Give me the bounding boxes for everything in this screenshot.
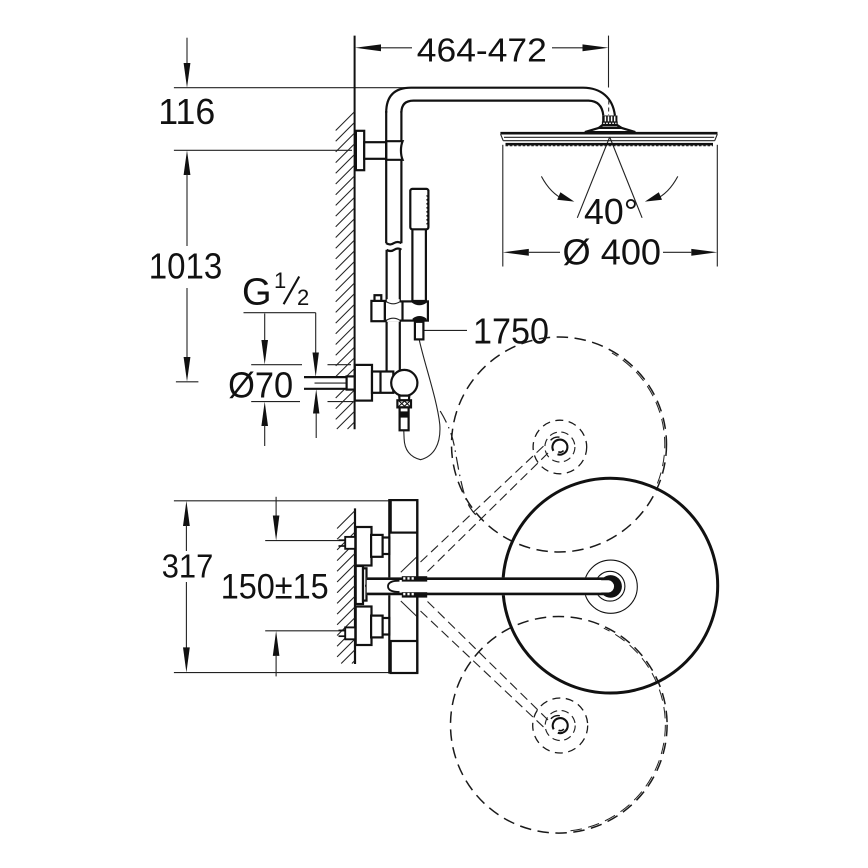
svg-text:40°: 40° [584,191,638,232]
svg-text:1750: 1750 [473,310,549,351]
svg-text:2: 2 [297,285,309,310]
svg-text:G: G [242,272,272,314]
svg-text:1: 1 [274,268,286,293]
svg-text:1013: 1013 [149,245,223,286]
svg-text:Ø 400: Ø 400 [563,231,662,272]
svg-text:116: 116 [158,91,215,132]
svg-text:317: 317 [162,549,214,586]
svg-text:150±15: 150±15 [221,568,329,607]
svg-text:Ø70: Ø70 [228,365,293,406]
svg-text:464-472: 464-472 [417,32,547,69]
